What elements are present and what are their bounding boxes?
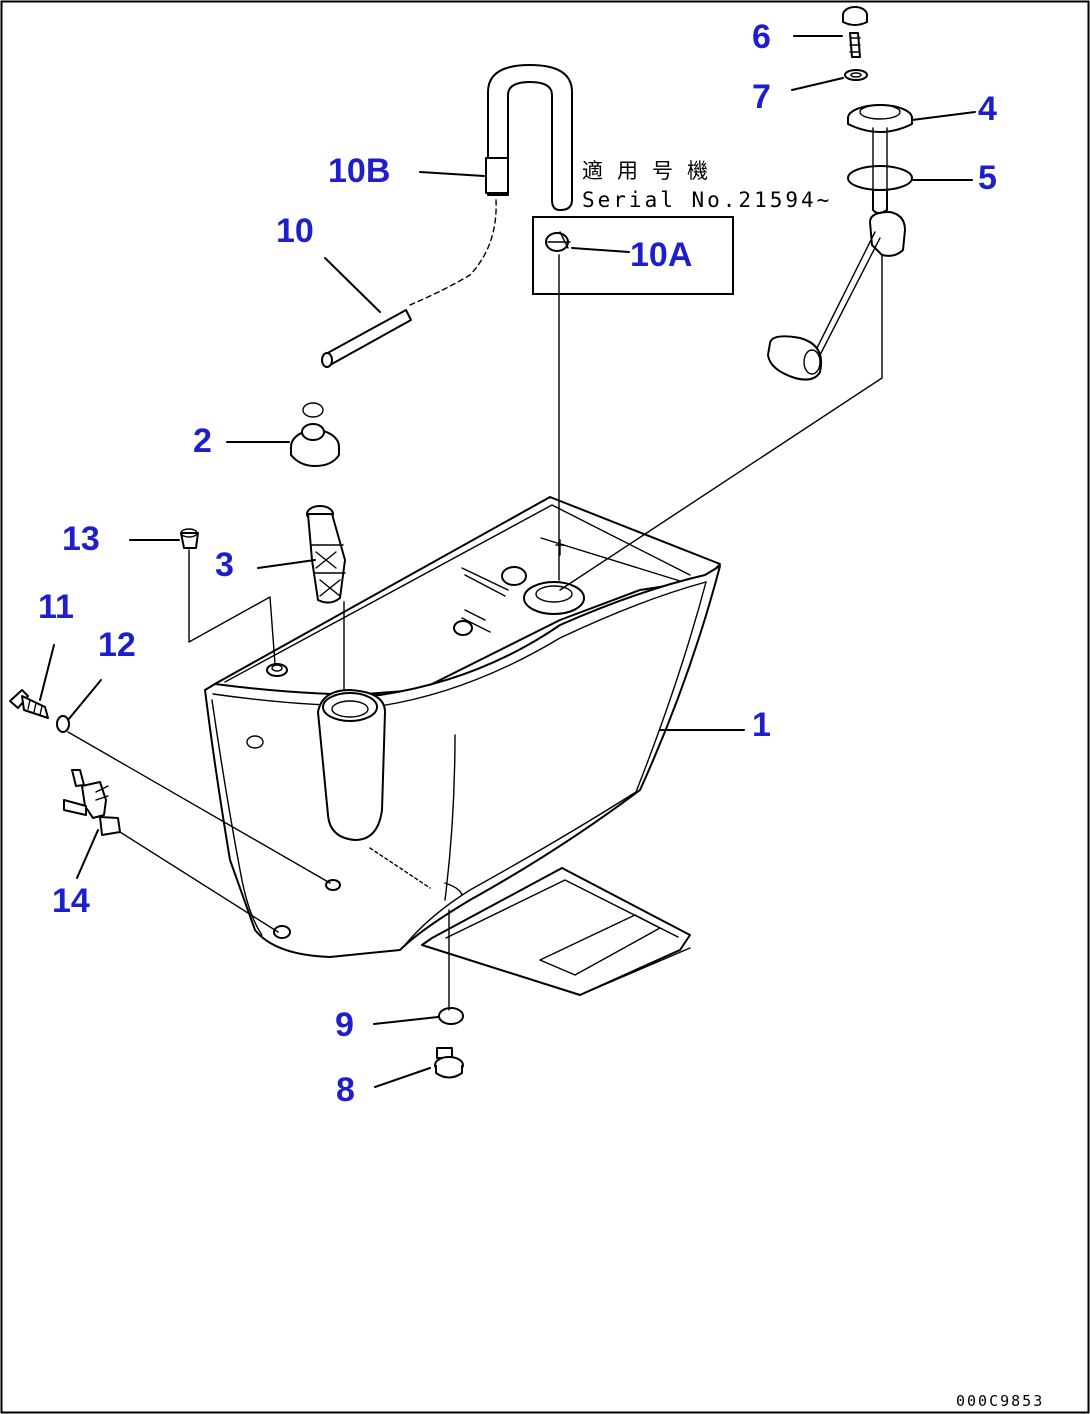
callout-9: 9 [335,1006,354,1044]
fuel-level-gauge [767,6,913,381]
fuel-tank [204,496,721,996]
callout-labels: 1 2 3 4 5 6 7 8 9 10 10A 10B 11 12 13 14 [38,18,997,1109]
callout-12: 12 [98,626,136,664]
callout-10B: 10B [328,152,390,190]
drawing-code: 000C9853 [956,1392,1044,1410]
callout-5: 5 [978,159,997,197]
callout-3: 3 [215,546,234,584]
callout-8: 8 [336,1071,355,1109]
tank-plug [434,1007,464,1079]
drain-valve [63,769,121,836]
callout-10A: 10A [630,236,692,274]
callout-1: 1 [752,706,771,744]
applicability-note-serial: Serial No.21594~ [582,188,832,212]
plug-13 [180,528,199,549]
hose-clamp [545,231,571,252]
callout-6: 6 [752,18,771,56]
leader-lines [39,35,976,1088]
callout-7: 7 [752,78,771,116]
callout-2: 2 [193,422,212,460]
applicability-note: 適用号機 Serial No.21594~ [582,159,832,212]
callout-4: 4 [978,90,997,128]
tank-cap [290,402,340,467]
callout-13: 13 [62,520,100,558]
applicability-note-title: 適用号機 [582,159,722,183]
filler-strainer [306,505,346,604]
breather-hose [321,64,573,368]
applicability-box [532,216,734,295]
callout-10: 10 [276,212,314,250]
drain-bolt [9,689,70,733]
callout-14: 14 [52,882,90,920]
callout-11: 11 [38,588,74,626]
